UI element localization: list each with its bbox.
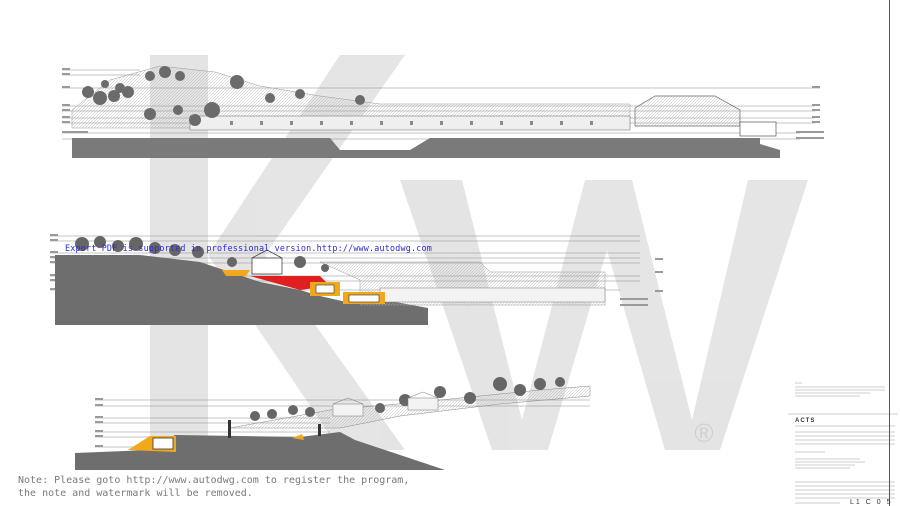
firm-name: ACTS [795, 418, 816, 424]
registration-note: Note: Please goto http://www.autodwg.com… [18, 474, 409, 500]
title-block-lines [788, 382, 898, 504]
export-pdf-notice: Export PDF is supported in professional … [65, 243, 432, 253]
section-2 [50, 234, 663, 325]
sheet-number: L1 C 0 5 [850, 499, 893, 506]
elevation-1 [62, 65, 824, 158]
note-line-1: Note: Please goto http://www.autodwg.com… [18, 475, 410, 486]
title-block: ACTS L1 C 0 5 [790, 378, 898, 506]
section-3 [75, 377, 591, 470]
registered-mark: ® [694, 418, 714, 448]
note-line-2: the note and watermark will be removed. [18, 488, 253, 499]
sheet-border [889, 0, 890, 506]
